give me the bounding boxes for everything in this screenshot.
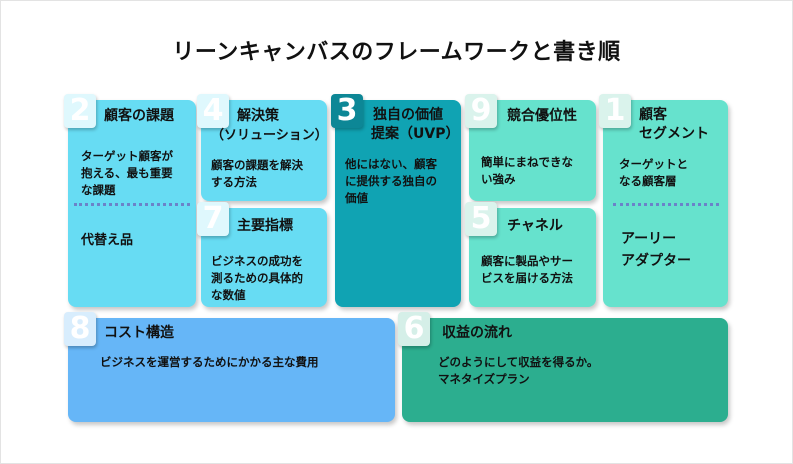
number-badge: 3 [331, 94, 363, 128]
box-subtext: 代替え品 [81, 233, 134, 248]
box-description: 顧客の課題を解決 する方法 [211, 158, 303, 189]
box-description: 顧客に製品やサー ビスを届ける方法 [481, 254, 573, 285]
box-heading-sub: （ソリューション） [211, 128, 328, 143]
number-badge: 2 [64, 94, 96, 128]
number-badge: 9 [465, 94, 497, 128]
box-heading: 独自の価値 提案（UVP） [371, 107, 460, 142]
box-key-metrics: 7 主要指標 ビジネスの成功を 測るための具体的 な数値 [197, 202, 327, 307]
box-uvp: 3 独自の価値 提案（UVP） 他にはない、顧客 に提供する独自の 価値 [331, 94, 461, 307]
box-heading: 収益の流れ [442, 325, 512, 341]
dotted-divider [74, 203, 190, 206]
box-heading: 主要指標 [237, 218, 293, 234]
box-solution: 4 解決策 （ソリューション） 顧客の課題を解決 する方法 [197, 94, 328, 201]
box-description: どのようにして収益を得るか。 マネタイズプラン [438, 355, 599, 386]
number-badge: 8 [64, 312, 96, 346]
box-customer-segments: 1 顧客 セグメント ターゲットと なる顧客層 アーリー アダプター [599, 94, 728, 307]
box-heading: 解決策 [237, 108, 279, 124]
box-problem: 2 顧客の課題 ターゲット顧客が 抱える、最も重要 な課題 代替え品 [64, 94, 196, 307]
box-competitive-advantage: 9 競合優位性 簡単にまねできな い強み [465, 94, 596, 201]
box-heading: チャネル [507, 218, 563, 234]
box-heading: 顧客 セグメント [639, 107, 709, 142]
page-title: リーンキャンバスのフレームワークと書き順 [172, 40, 621, 65]
number-badge: 7 [197, 202, 229, 236]
box-channels: 5 チャネル 顧客に製品やサー ビスを届ける方法 [465, 202, 596, 307]
box-description: 他にはない、顧客 に提供する独自の 価値 [345, 157, 437, 205]
number-badge: 5 [465, 202, 497, 236]
box-description: ビジネスを運営するためにかかる主な費用 [100, 355, 319, 369]
box-description: ターゲット顧客が 抱える、最も重要 な課題 [81, 149, 173, 197]
box-heading: 顧客の課題 [104, 108, 174, 124]
box-description: 簡単にまねできな い強み [481, 155, 573, 186]
box-description: ターゲットと なる顧客層 [619, 157, 688, 188]
box-heading: 競合優位性 [507, 108, 577, 124]
box-heading: コスト構造 [104, 325, 174, 341]
box-revenue-streams: 6 収益の流れ どのようにして収益を得るか。 マネタイズプラン [398, 312, 728, 422]
number-badge: 4 [197, 94, 229, 128]
number-badge: 1 [599, 94, 631, 128]
dotted-divider [613, 203, 719, 206]
number-badge: 6 [398, 312, 430, 346]
box-description: ビジネスの成功を 測るための具体的 な数値 [211, 254, 303, 302]
box-subtext: アーリー アダプター [621, 231, 691, 269]
box-cost-structure: 8 コスト構造 ビジネスを運営するためにかかる主な費用 [64, 312, 395, 422]
